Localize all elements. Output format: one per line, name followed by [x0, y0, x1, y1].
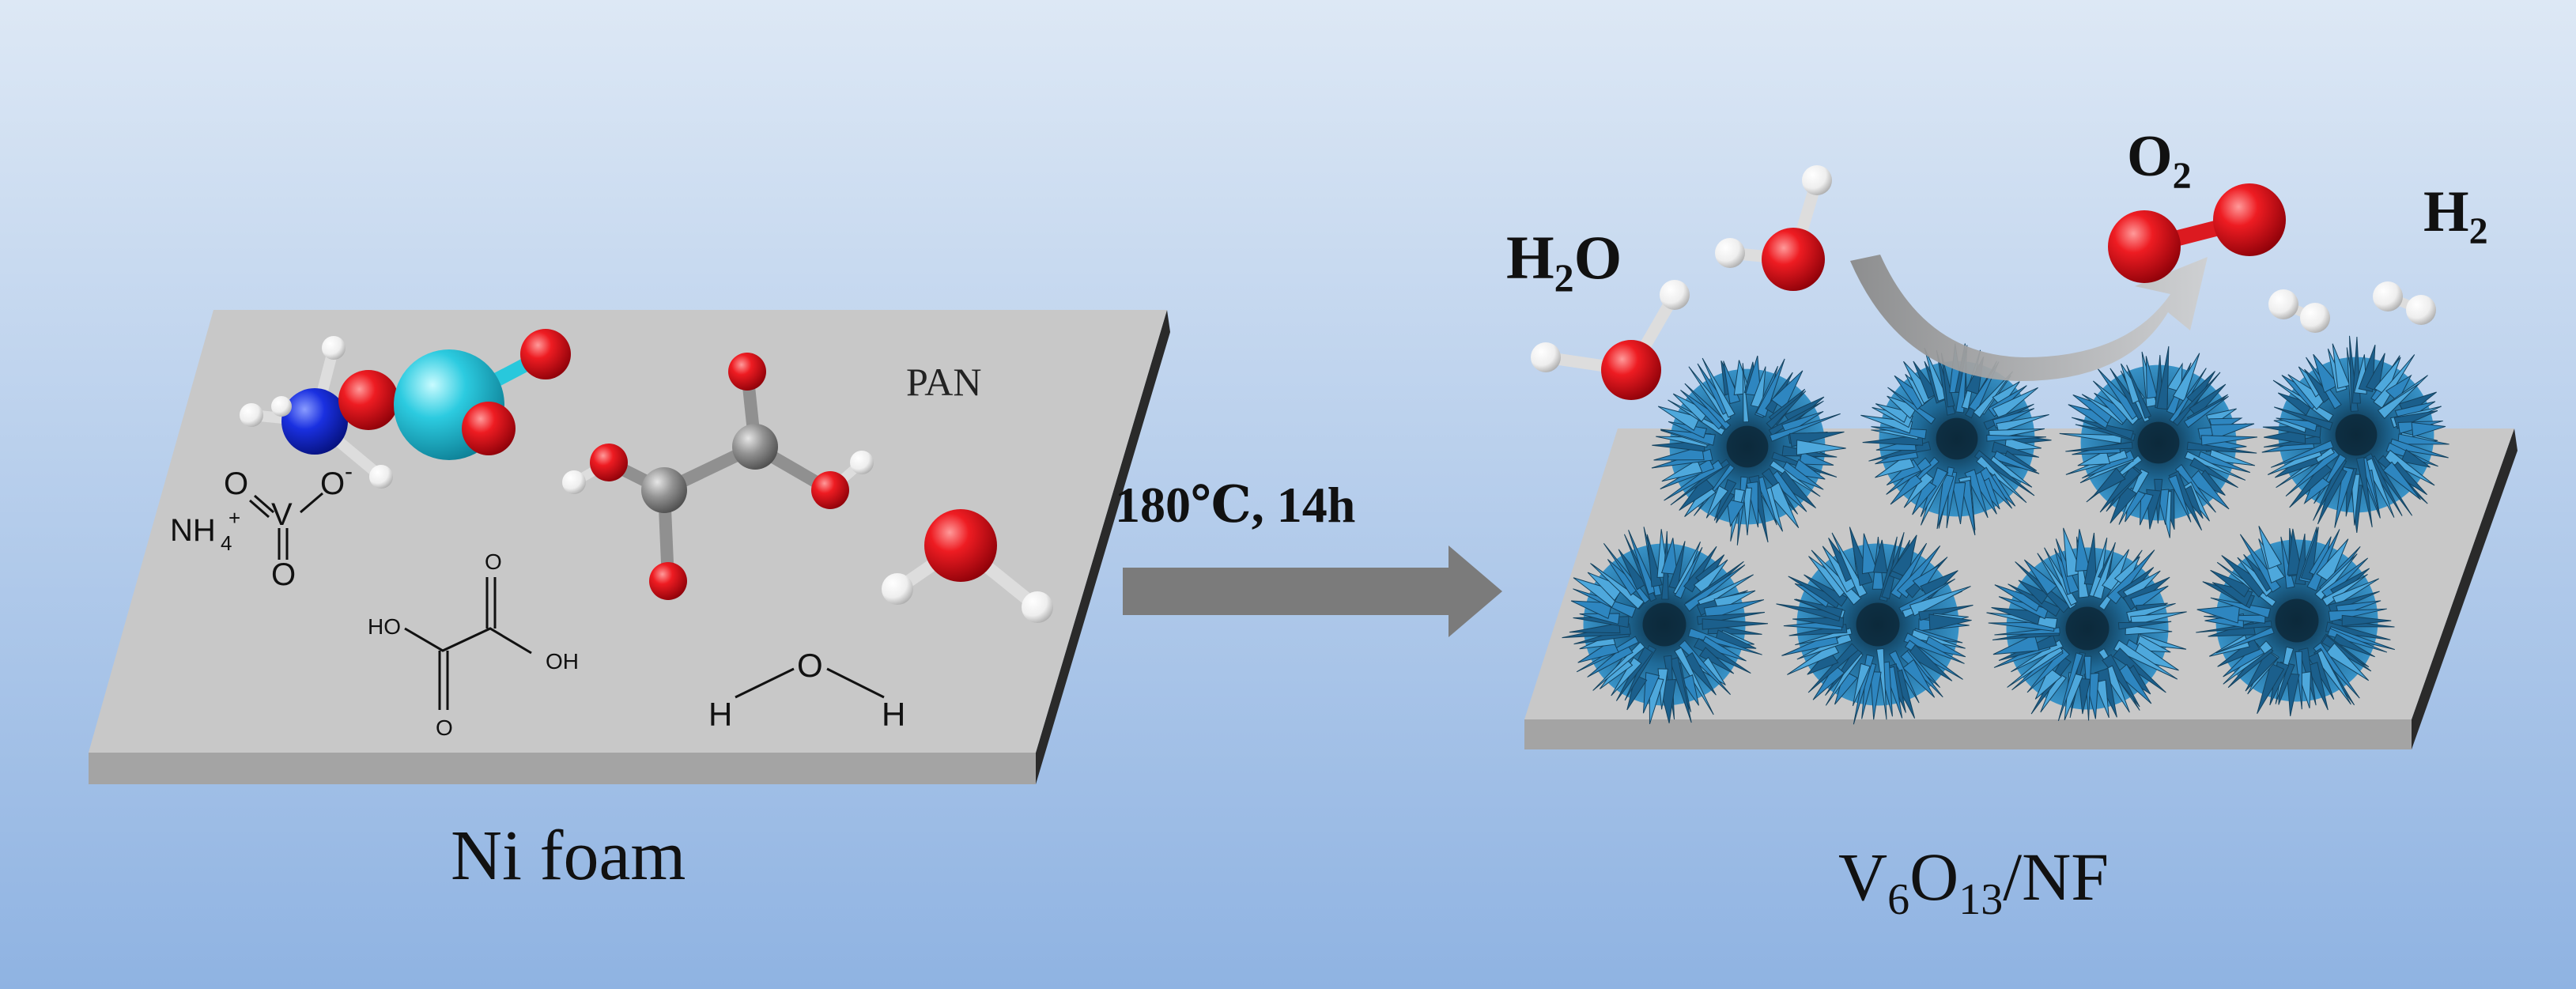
- hydrogen-atom: [562, 470, 586, 494]
- hydrogen-atom: [882, 573, 913, 605]
- v6o13-nanoflower: [1651, 355, 1846, 545]
- hydrogen-atom: [1531, 342, 1561, 372]
- h2-label: H2: [2423, 179, 2488, 252]
- v6o13-nanoflower: [1986, 527, 2187, 722]
- vanadate-structure: O O - V O: [224, 459, 353, 592]
- oxygen-atom: [590, 444, 628, 481]
- svg-text:O: O: [797, 647, 823, 684]
- hydrogen-atom: [1802, 165, 1832, 195]
- svg-text:O: O: [224, 466, 248, 501]
- v6o13-nanoflower-array: [1562, 335, 2449, 725]
- nitrogen-atom: [281, 388, 348, 455]
- oxygen-molecule: [2108, 183, 2286, 283]
- hydrogen-atom: [1715, 238, 1745, 268]
- oxalic-acid-structure: HO OH O O: [368, 549, 579, 740]
- water-model: [882, 509, 1053, 623]
- product-label: V6O13/NF: [1838, 839, 2109, 924]
- nf-plate-edge: [2412, 428, 2517, 749]
- pan-label: PAN: [906, 360, 981, 404]
- water-molecule: [1531, 280, 1690, 400]
- svg-text:NH: NH: [170, 513, 216, 548]
- hydrogen-atom: [1022, 591, 1053, 623]
- condition-label: 180℃, 14h: [1115, 477, 1355, 533]
- oxygen-atom: [649, 562, 687, 600]
- ni-foam-plate-top: [89, 310, 1167, 753]
- hydrogen-atom: [322, 336, 346, 360]
- v6o13-nanoflower: [2059, 345, 2258, 538]
- reaction-condition: 180℃, 14h: [1115, 477, 1502, 637]
- substrate-label: Ni foam: [451, 817, 686, 895]
- oxygen-atom: [728, 353, 766, 391]
- hydrogen-molecule: [2268, 289, 2330, 333]
- hydrogen-atom: [271, 396, 292, 417]
- h2o-label: H2O: [1506, 223, 1622, 300]
- svg-text:O: O: [436, 715, 453, 740]
- reaction-arrow: [1123, 545, 1502, 637]
- hydrogen-atom: [2300, 303, 2330, 333]
- hydrogen-atom: [2268, 289, 2298, 319]
- svg-text:O: O: [320, 466, 345, 501]
- o2-label: O2: [2127, 124, 2192, 197]
- hydrogen-atom: [1660, 280, 1690, 310]
- svg-text:HO: HO: [368, 614, 401, 639]
- svg-text:H: H: [882, 696, 905, 733]
- ammonium-formula: NH 4 +: [170, 506, 240, 555]
- water-molecule: [1715, 165, 1832, 291]
- ammonium-vanadate-model: [240, 329, 571, 489]
- nf-plate-side: [1524, 719, 2412, 749]
- oxalic-acid-model: [562, 353, 874, 600]
- oxygen-atom: [520, 329, 571, 379]
- svg-text:V: V: [271, 497, 293, 532]
- hydrogen-atom: [2373, 281, 2403, 311]
- carbon-atom: [732, 424, 778, 470]
- hydrogen-atom: [369, 465, 393, 489]
- oxygen-atom: [338, 370, 398, 430]
- hydrogen-atom: [2406, 295, 2436, 325]
- water-structure: H O H: [708, 647, 905, 733]
- oxygen-atom: [924, 509, 997, 582]
- v6o13-nanoflower: [2261, 335, 2449, 534]
- svg-text:O: O: [271, 557, 296, 592]
- hydrogen-atom: [850, 451, 874, 474]
- svg-text:-: -: [345, 459, 353, 485]
- right-panel: H2O O2 H2 V6O13/NF: [1506, 124, 2517, 924]
- svg-text:OH: OH: [546, 649, 579, 674]
- curved-arrow: [1850, 255, 2208, 381]
- hydrogen-atom: [240, 403, 263, 427]
- oxygen-atom: [462, 402, 516, 455]
- v6o13-nanoflower: [2196, 526, 2395, 716]
- oxygen-atom: [2213, 183, 2286, 256]
- svg-text:+: +: [229, 506, 240, 530]
- oxygen-atom: [1601, 340, 1661, 400]
- svg-text:O: O: [485, 549, 502, 574]
- v6o13-nanoflower: [1776, 527, 1974, 725]
- hydrogen-molecule: [2373, 281, 2436, 325]
- ni-foam-plate-side: [89, 753, 1036, 784]
- oxygen-atom: [2108, 210, 2181, 283]
- ni-foam-plate-edge: [1036, 310, 1170, 784]
- left-panel: PAN NH 4 + O O -: [89, 310, 1170, 895]
- svg-text:4: 4: [221, 531, 232, 555]
- v6o13-nanoflower: [1562, 527, 1769, 725]
- svg-text:H: H: [708, 696, 732, 733]
- oxygen-atom: [811, 471, 849, 509]
- carbon-atom: [641, 467, 687, 513]
- oxygen-atom: [1762, 228, 1825, 291]
